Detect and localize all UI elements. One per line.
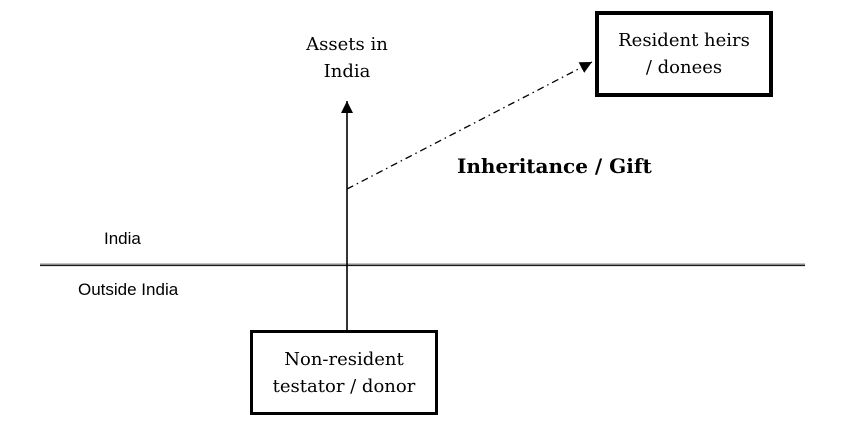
assets-in-india-line2: India	[323, 61, 371, 82]
assets-in-india-box: Assets in India	[262, 16, 432, 100]
nonresident-testator-line1: Non-resident	[284, 348, 404, 370]
resident-heirs-line2: / donees	[645, 57, 723, 78]
inheritance-gift-label: Inheritance / Gift	[457, 154, 652, 178]
nonresident-testator-box: Non-resident testator / donor	[250, 330, 438, 415]
region-label-outside-india: Outside India	[78, 280, 179, 299]
resident-heirs-box: Resident heirs / donees	[595, 11, 773, 97]
inheritance-gift-arrow	[346, 61, 593, 190]
nonresident-testator-line2: testator / donor	[272, 375, 416, 397]
resident-heirs-label: Resident heirs / donees	[618, 27, 750, 81]
nonresident-testator-label: Non-resident testator / donor	[273, 346, 416, 400]
region-label-india: India	[104, 229, 141, 248]
assets-in-india-label: Assets in India	[306, 31, 388, 85]
assets-in-india-line1: Assets in	[306, 34, 388, 55]
resident-heirs-line1: Resident heirs	[618, 30, 750, 51]
